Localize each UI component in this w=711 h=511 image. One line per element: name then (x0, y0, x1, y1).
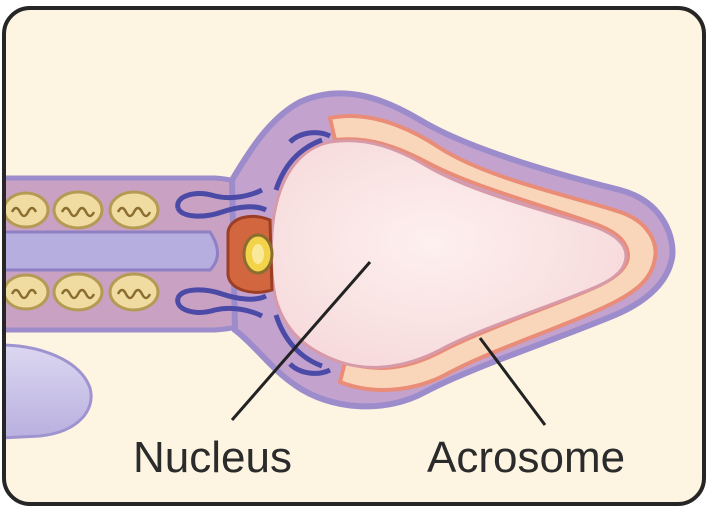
mitochondrion-icon (110, 274, 158, 310)
mitochondrion-icon (4, 193, 48, 227)
acrosome-label: Acrosome (427, 433, 625, 482)
mitochondria-top-row (4, 192, 158, 228)
axoneme (0, 232, 218, 270)
centriole-icon (228, 216, 272, 292)
nucleus-label: Nucleus (133, 433, 292, 482)
mitochondrion-icon (110, 192, 158, 228)
mitochondria-bottom-row (4, 274, 158, 310)
mitochondrion-icon (54, 192, 102, 228)
mitochondrion-icon (4, 275, 48, 309)
mitochondrion-icon (54, 274, 102, 310)
